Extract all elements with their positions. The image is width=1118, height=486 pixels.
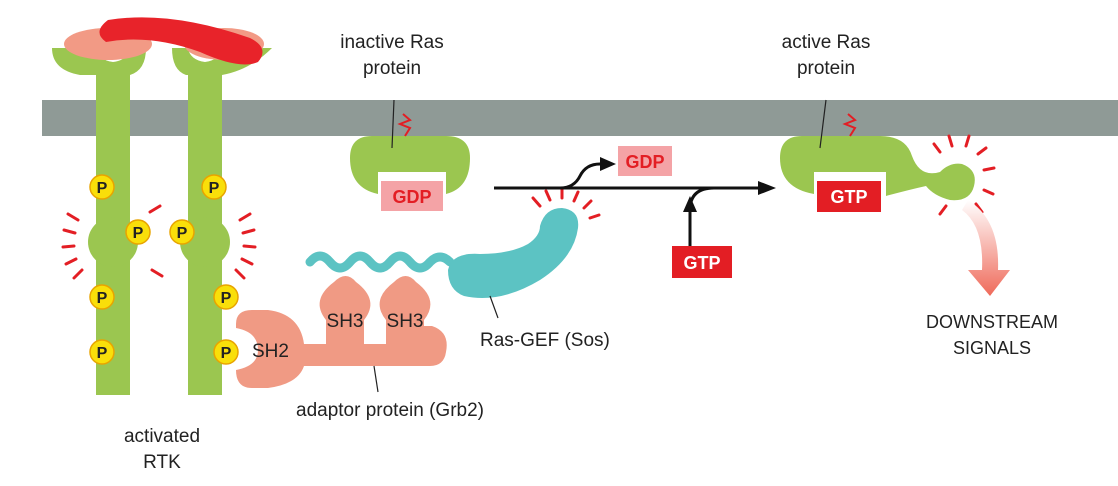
svg-text:P: P	[221, 345, 232, 362]
svg-text:P: P	[133, 225, 144, 242]
downstream-arrow	[962, 200, 1010, 296]
adaptor-protein-grb2: SH2 SH3 SH3	[236, 276, 447, 388]
gdp-badge-released	[618, 146, 672, 176]
inactive-ras-label-line1: inactive Ras	[340, 32, 444, 53]
phosphate-3: P	[89, 284, 115, 310]
gtp-entry-arrowhead	[683, 196, 697, 212]
rtk-label-line2: RTK	[143, 452, 181, 473]
sh3-label-1: SH3	[327, 311, 364, 332]
phosphate-6: P	[169, 219, 195, 245]
svg-text:GTP: GTP	[830, 187, 867, 207]
gtp-badge-incoming	[672, 246, 732, 278]
svg-text:P: P	[97, 345, 108, 362]
active-ras-protein: GTP	[780, 113, 975, 212]
active-ras-rays	[932, 134, 996, 216]
phosphate-groups: P P P P P P P P	[89, 174, 239, 365]
main-arrowhead	[758, 181, 776, 195]
leader-lines	[373, 99, 827, 393]
svg-text:P: P	[177, 225, 188, 242]
svg-text:GDP: GDP	[392, 187, 431, 207]
inactive-ras-label-line2: protein	[363, 58, 421, 79]
sos-activation-rays	[531, 186, 601, 220]
gdp-badge-inactive	[381, 181, 443, 211]
gdp-release-arrowhead	[600, 157, 616, 171]
reaction-arrows	[494, 162, 762, 246]
svg-text:P: P	[97, 290, 108, 307]
svg-text:P: P	[209, 180, 220, 197]
downstream-label-line1: DOWNSTREAM	[926, 312, 1058, 332]
adaptor-label: adaptor protein (Grb2)	[296, 400, 484, 421]
gtp-incoming-label: GTP	[683, 253, 720, 273]
inactive-ras-protein: GDP	[350, 113, 470, 211]
downstream-label-line2: SIGNALS	[953, 338, 1031, 358]
rtk-label-line1: activated	[124, 426, 200, 447]
svg-text:P: P	[97, 180, 108, 197]
phosphate-2: P	[125, 219, 151, 245]
ras-gef-sos	[305, 208, 579, 298]
gtp-badge-active	[817, 181, 881, 212]
phosphate-8: P	[213, 339, 239, 365]
phosphate-5: P	[201, 174, 227, 200]
sh3-label-2: SH3	[387, 311, 424, 332]
ligand	[64, 17, 264, 65]
rtk-activation-rays	[61, 204, 257, 280]
ras-gef-label: Ras-GEF (Sos)	[480, 330, 610, 351]
svg-text:P: P	[221, 290, 232, 307]
active-ras-label-line1: active Ras	[782, 32, 871, 53]
gdp-released-label: GDP	[625, 152, 664, 172]
phosphate-1: P	[89, 174, 115, 200]
sh2-label: SH2	[252, 341, 289, 362]
active-ras-label-line2: protein	[797, 58, 855, 79]
phosphate-7: P	[213, 284, 239, 310]
phosphate-4: P	[89, 339, 115, 365]
